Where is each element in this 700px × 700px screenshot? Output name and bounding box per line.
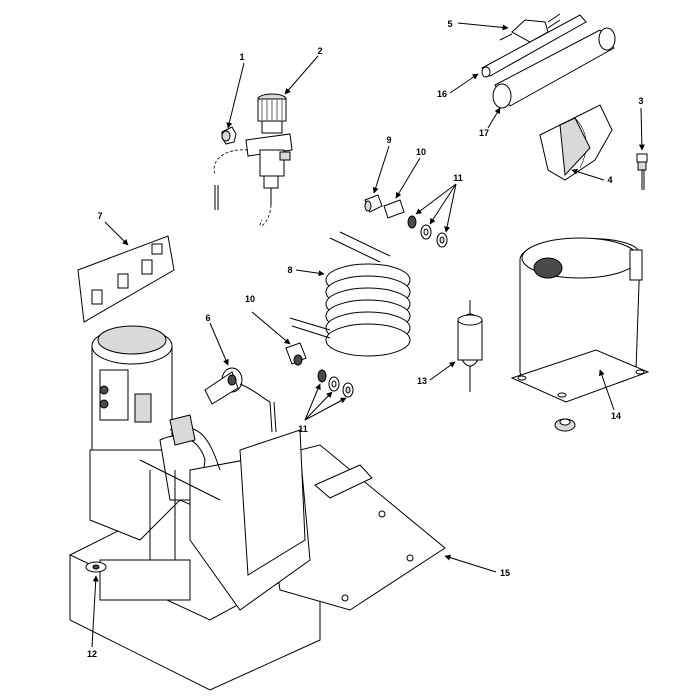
part-3-sensor bbox=[636, 153, 648, 190]
part-16-tube bbox=[481, 14, 587, 78]
part-7-bracket-plate bbox=[77, 235, 175, 323]
part-4-insulation-clamp bbox=[539, 104, 613, 181]
callout-12: 12 bbox=[87, 649, 97, 659]
callout-11-lower: 11 bbox=[298, 424, 308, 434]
callout-4: 4 bbox=[607, 175, 612, 185]
part-17-insulation-tube bbox=[492, 27, 616, 109]
callout-11-upper: 11 bbox=[453, 173, 463, 183]
part-13-receiver bbox=[457, 300, 483, 392]
callout-6: 6 bbox=[205, 313, 210, 323]
part-14-compressor bbox=[510, 237, 650, 432]
callout-9: 9 bbox=[386, 135, 391, 145]
pump-motor bbox=[91, 325, 173, 457]
part-6-probe bbox=[204, 367, 277, 433]
part-1-elbow-fitting bbox=[221, 126, 237, 145]
part-11-washers-lower bbox=[317, 369, 354, 398]
callout-10-upper: 10 bbox=[416, 147, 426, 157]
callout-14: 14 bbox=[611, 411, 621, 421]
callout-7: 7 bbox=[97, 211, 102, 221]
callout-labels: 1 2 3 4 5 16 17 7 8 9 10 11 10 11 6 13 1… bbox=[87, 19, 644, 659]
callout-3: 3 bbox=[638, 96, 643, 106]
callout-15: 15 bbox=[500, 568, 510, 578]
part-12-foot-washer bbox=[85, 561, 107, 573]
part-9-fitting-upper bbox=[364, 194, 383, 213]
callout-17: 17 bbox=[479, 128, 489, 138]
part-8-coil bbox=[289, 231, 411, 357]
callout-1: 1 bbox=[239, 52, 244, 62]
part-11-washers-upper bbox=[407, 215, 448, 248]
leader-lines bbox=[91, 22, 645, 648]
callout-13: 13 bbox=[417, 376, 427, 386]
callout-2: 2 bbox=[317, 46, 322, 56]
pump-housing bbox=[89, 414, 311, 611]
callout-10-lower: 10 bbox=[245, 294, 255, 304]
part-5-inline-filter bbox=[499, 13, 561, 43]
part-10-connector-upper bbox=[383, 199, 405, 219]
part-2-regulating-valve bbox=[213, 93, 293, 227]
callout-16: 16 bbox=[437, 89, 447, 99]
part-10-connector-lower bbox=[285, 342, 307, 366]
callout-8: 8 bbox=[287, 265, 292, 275]
callout-5: 5 bbox=[447, 19, 452, 29]
